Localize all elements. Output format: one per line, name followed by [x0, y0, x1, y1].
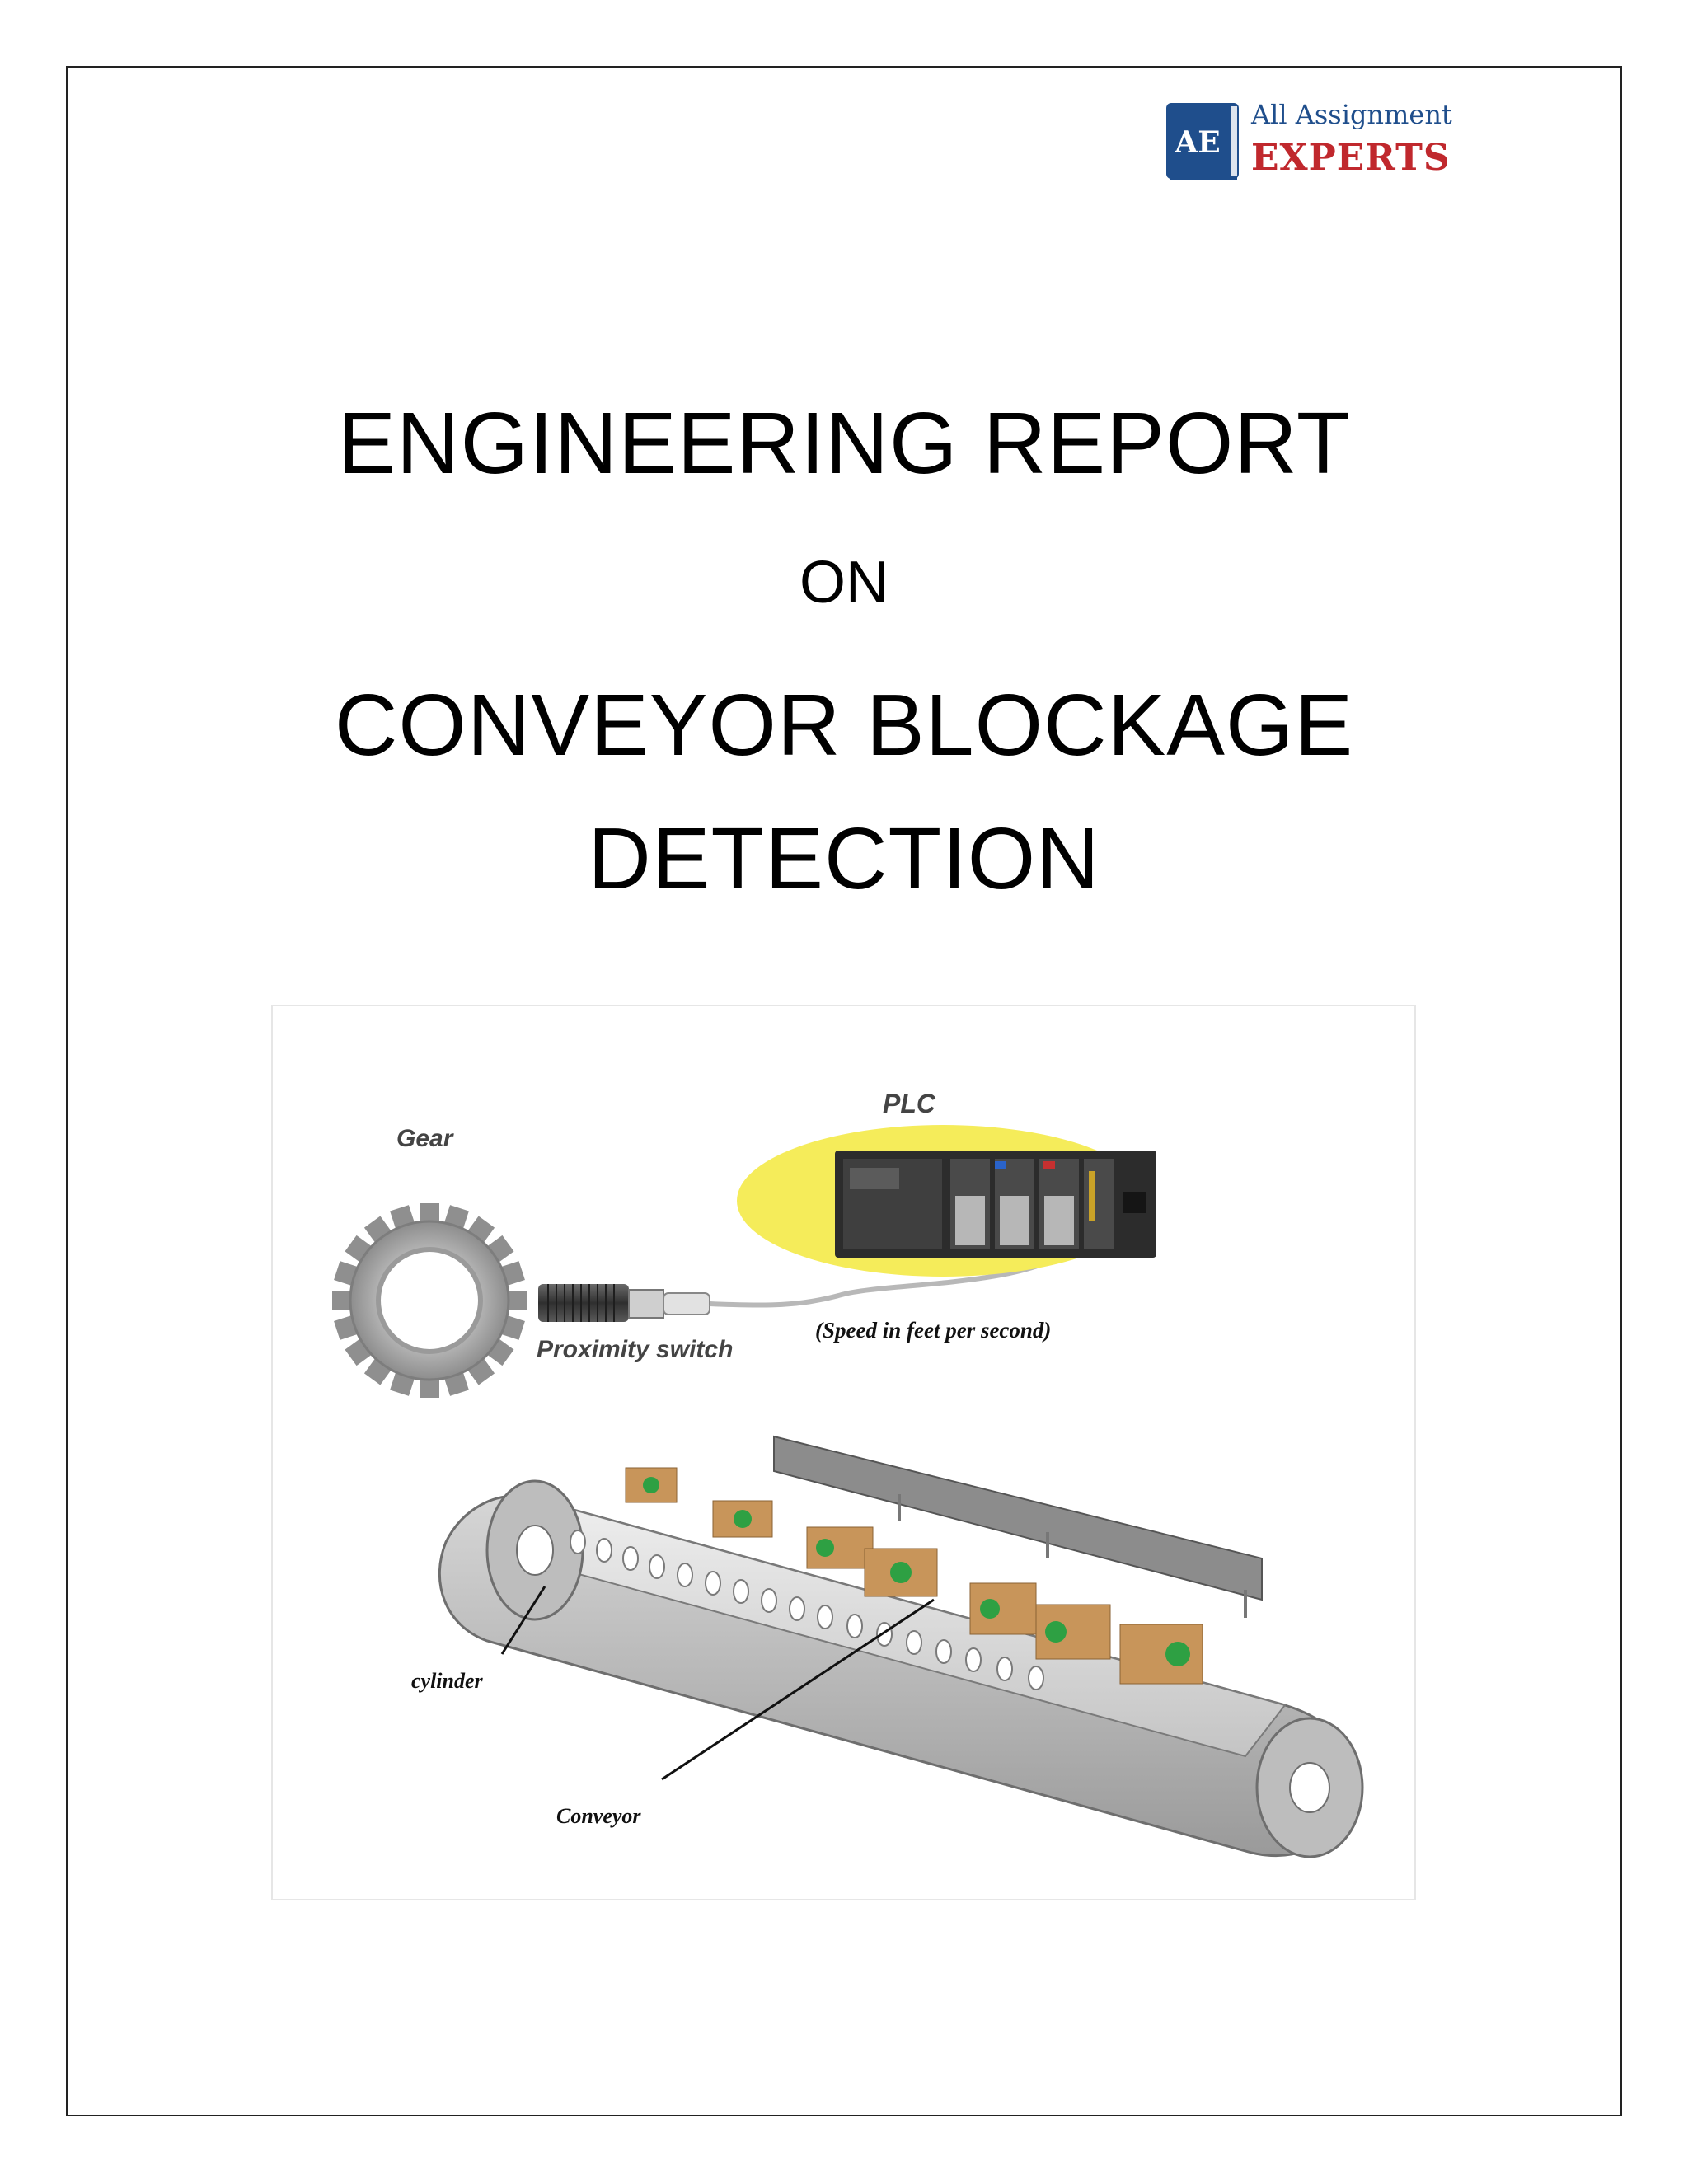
logo-mark: AE [1174, 125, 1220, 160]
cylinder-label: cylinder [411, 1669, 483, 1693]
logo-text-line1: All Assignment [1251, 99, 1452, 130]
proximity-switch-icon [538, 1251, 1066, 1322]
speed-label: (Speed in feet per second) [815, 1318, 1052, 1343]
conveyor-label: Conveyor [556, 1804, 641, 1828]
conveyor-boxes [625, 1467, 1203, 1685]
gear-icon [332, 1203, 527, 1398]
report-title-line1: ENGINEERING REPORT [337, 395, 1351, 492]
brand-logo: AE All Assignment EXPERTS [1165, 99, 1452, 188]
logo-book-icon: AE [1166, 103, 1239, 180]
report-title-line4: DETECTION [588, 810, 1100, 907]
logo-text-line2: EXPERTS [1251, 137, 1451, 179]
conveyor-belt-icon [438, 1479, 1364, 1858]
report-title-line3: CONVEYOR BLOCKAGE [334, 677, 1354, 774]
page-border [66, 66, 1622, 2116]
plc-icon [737, 1125, 1156, 1277]
plc-label: PLC [883, 1089, 935, 1118]
proximity-switch-label: Proximity switch [537, 1336, 734, 1363]
conveyor-diagram: Gear PLC Proximity switch (Speed in feet… [271, 1005, 1416, 1900]
gear-label: Gear [396, 1125, 453, 1152]
cylinder-leader-line [500, 1586, 546, 1655]
conveyor-guard-rail [773, 1435, 1263, 1618]
conveyor-diagram-art [332, 1125, 1364, 1858]
conveyor-leader-line [661, 1598, 935, 1781]
report-title-line2: ON [799, 550, 889, 616]
